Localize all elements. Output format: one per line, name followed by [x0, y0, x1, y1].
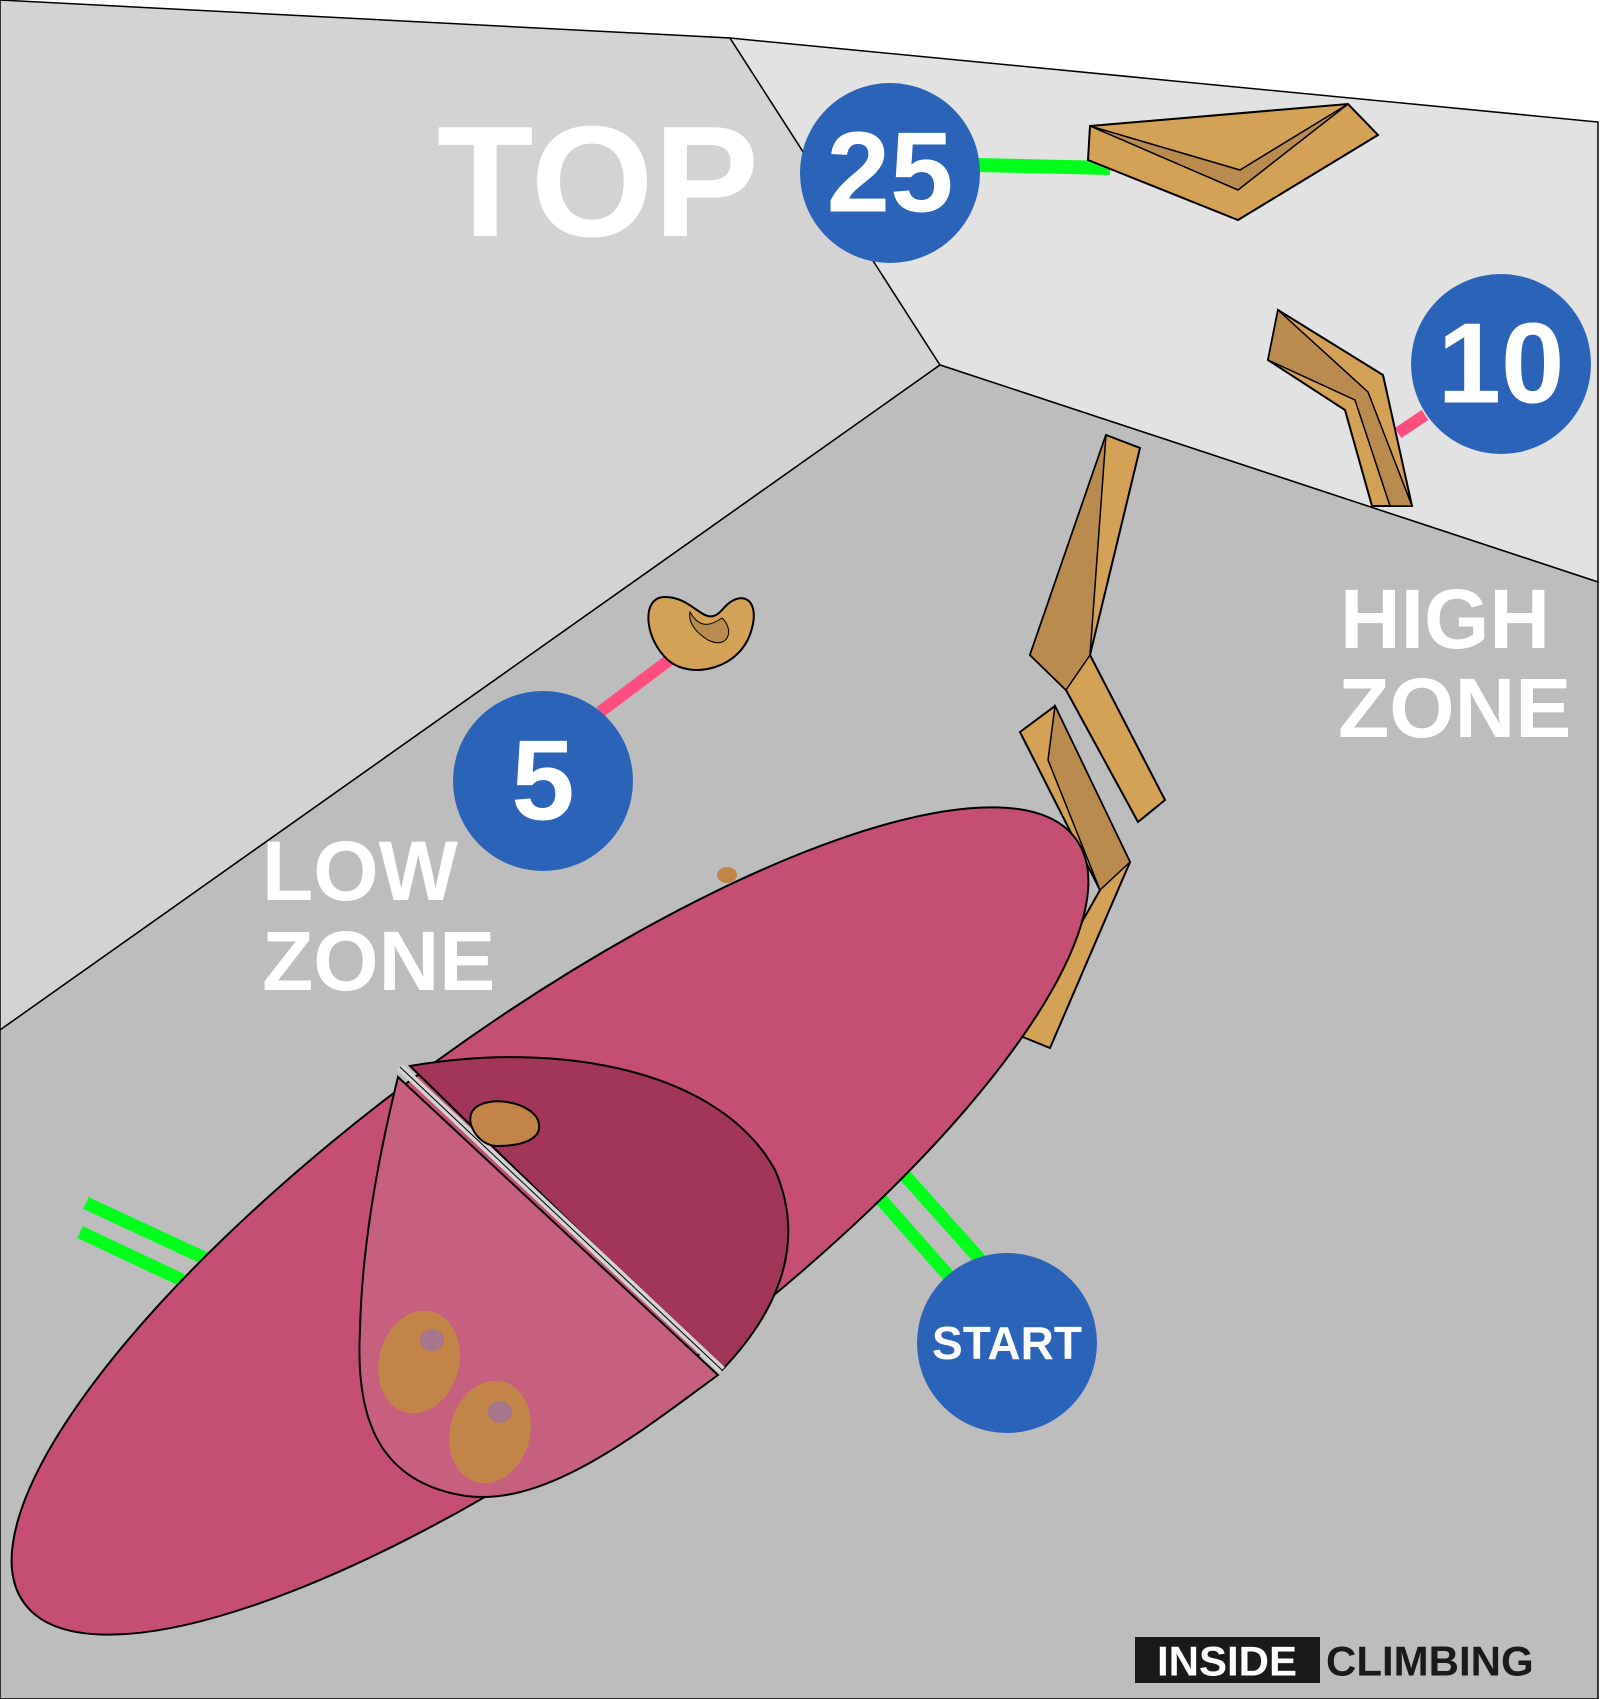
top-label: TOP: [437, 94, 759, 270]
inside-climbing-logo: INSIDE CLIMBING: [1135, 1637, 1534, 1685]
low-zone-label-line1: LOW: [262, 824, 459, 918]
low-zone-hold: [647, 595, 755, 671]
volume-hold-small: [717, 867, 737, 883]
high-score-marker: 10: [1411, 274, 1591, 454]
start-connector-line-c: [895, 1165, 990, 1270]
logo-climbing-text: CLIMBING: [1326, 1638, 1534, 1685]
high-zone-hold: [1266, 308, 1414, 507]
volume-hold-pair: [378, 1310, 531, 1484]
volume-hold-middle: [469, 1100, 541, 1148]
high-score-value: 10: [1438, 301, 1565, 428]
top-connector-line: [974, 158, 1111, 175]
low-score-marker: 5: [453, 691, 633, 871]
low-connector-line: [596, 647, 684, 717]
high-zone-label-line2: ZONE: [1338, 661, 1571, 755]
zigzag-hold-lower: [1016, 703, 1132, 1050]
top-hold: [1086, 102, 1380, 222]
logo-inside-text: INSIDE: [1157, 1638, 1297, 1685]
top-score-value: 25: [827, 110, 954, 237]
start-label: START: [932, 1317, 1082, 1369]
start-marker: START: [917, 1253, 1097, 1433]
high-connector-line: [1394, 410, 1429, 438]
high-zone-label-line1: HIGH: [1340, 572, 1550, 666]
top-score-marker: 25: [800, 83, 980, 263]
logo-inside-box: [1135, 1637, 1320, 1683]
zigzag-hold-upper: [1028, 433, 1167, 824]
low-zone-label-line2: ZONE: [262, 914, 495, 1008]
low-score-value: 5: [511, 718, 574, 845]
